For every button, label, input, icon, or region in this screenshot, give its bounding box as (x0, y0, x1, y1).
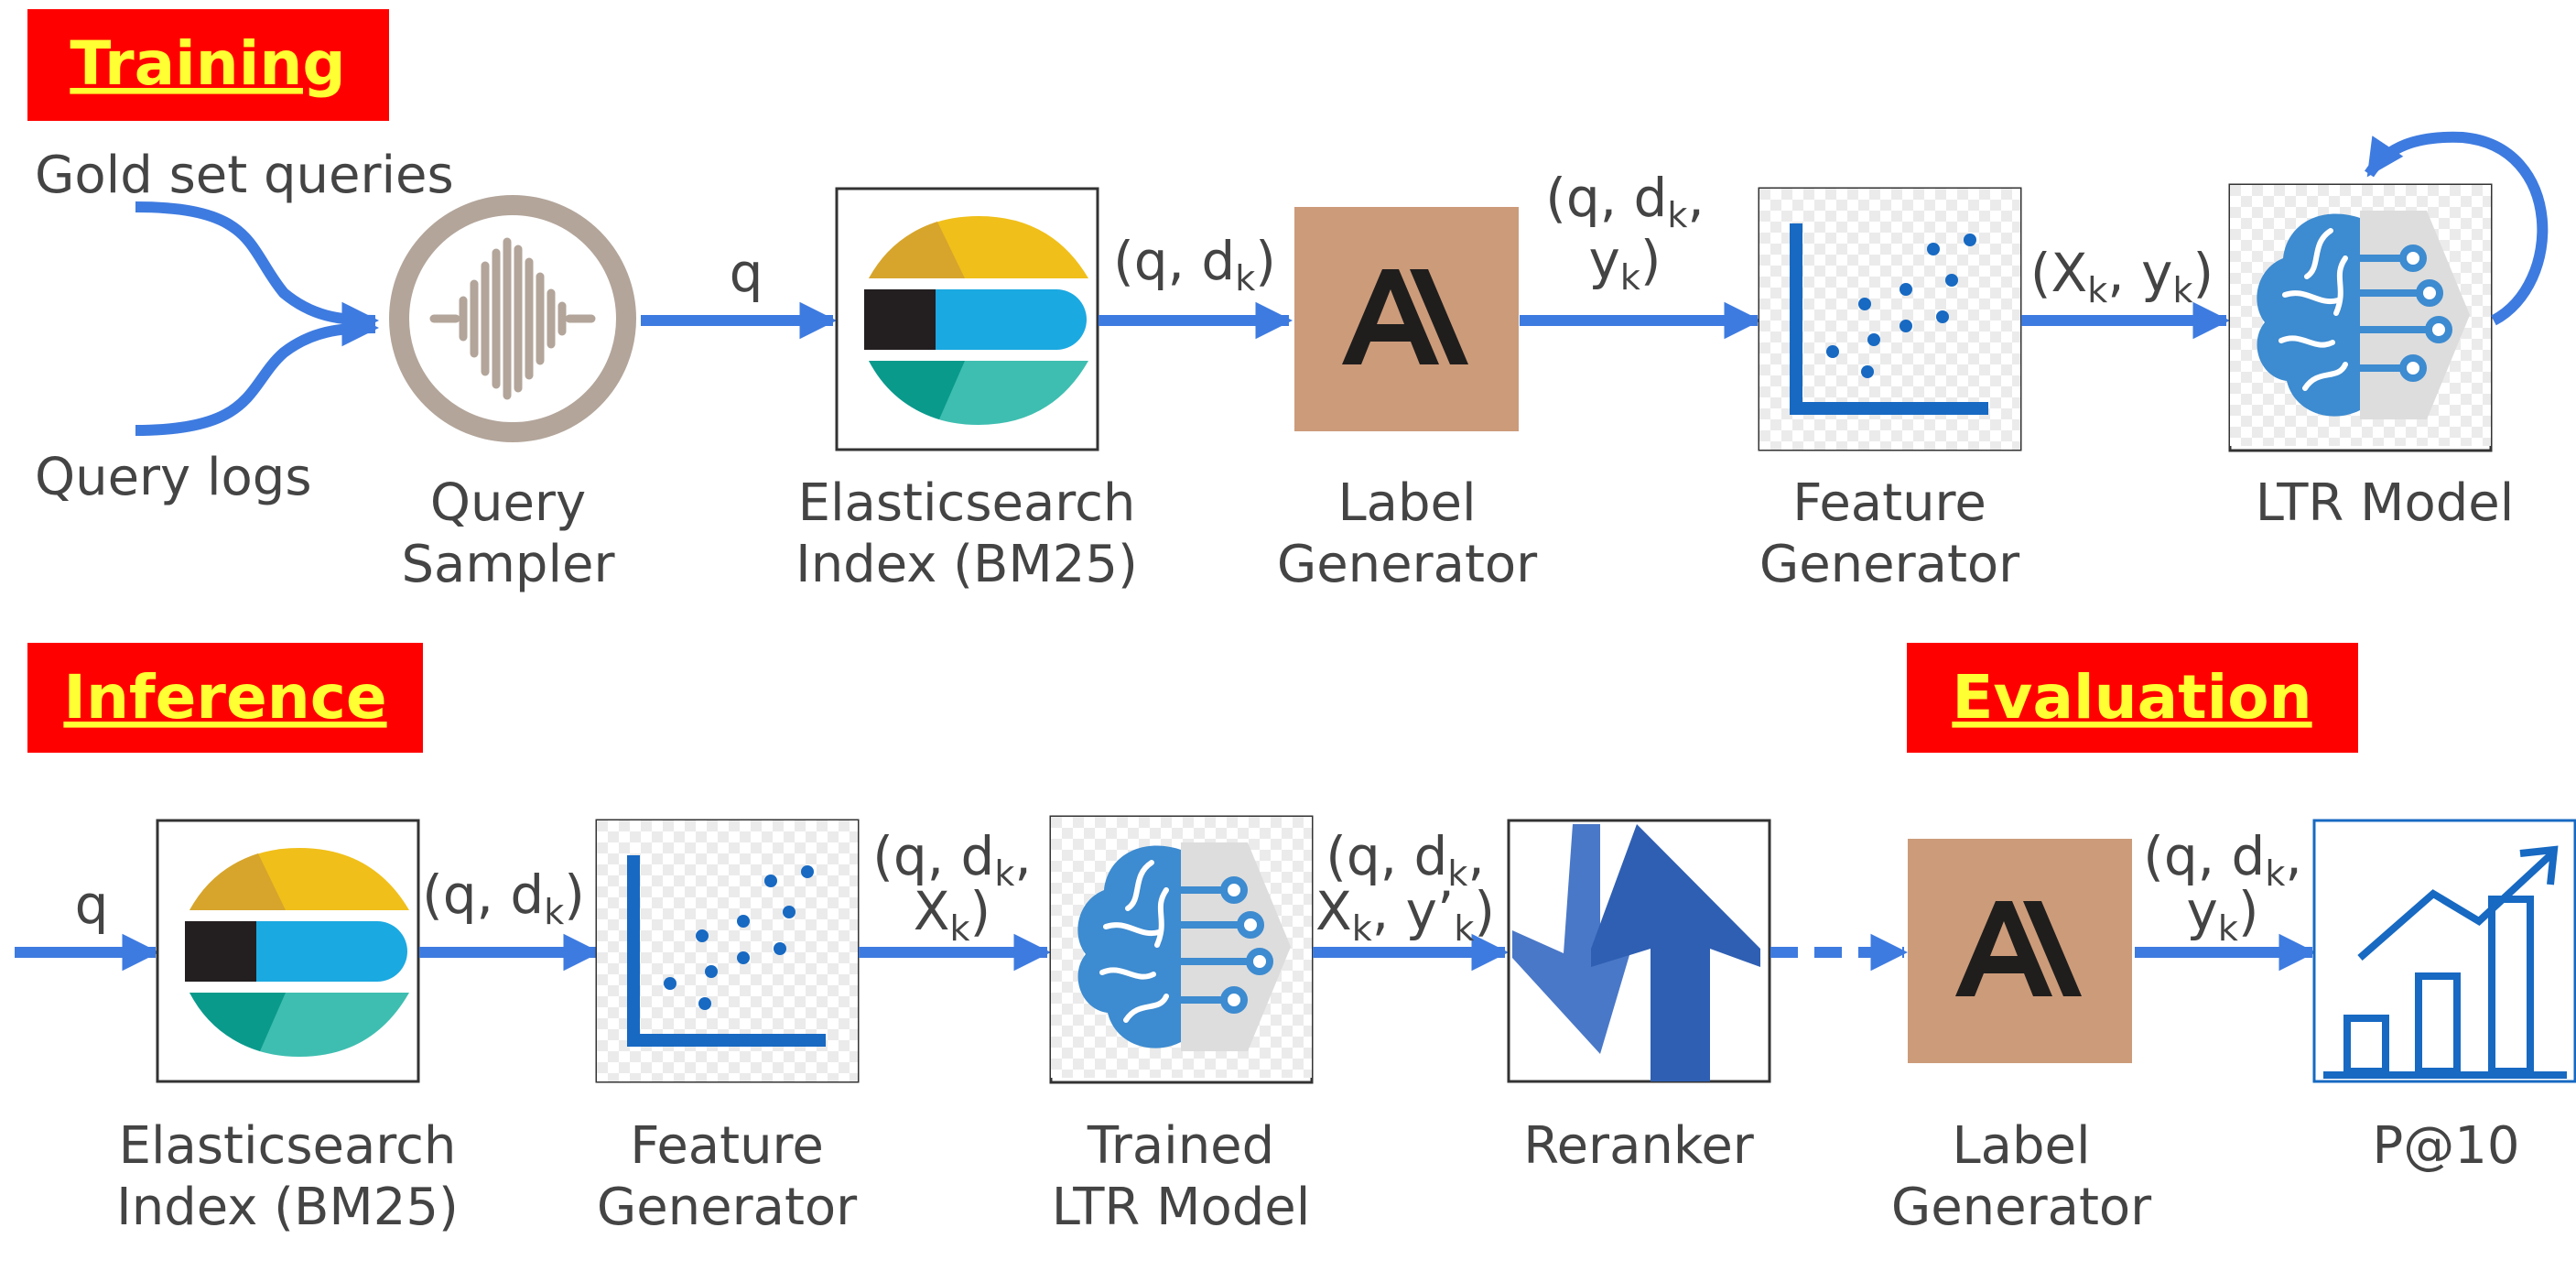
edge-label-xk-yk: (Xk, yk) (2030, 242, 2213, 310)
inference-feature-generator-label-2: Generator (597, 1178, 858, 1237)
inference-edge-label-q-dk-xk-yk-line2: Xk, y’k) (1315, 880, 1495, 949)
edge-label-q: q (730, 242, 763, 304)
ltr-model-label: LTR Model (2256, 473, 2515, 533)
ai-brain-icon (2230, 185, 2491, 446)
scatter-plot-icon (597, 820, 858, 1081)
trained-ltr-model-label-1: Trained (1087, 1116, 1274, 1176)
feature-generator-node (1759, 189, 2020, 450)
feature-generator-label-2: Generator (1759, 535, 2020, 594)
training-loop-arrow (2365, 131, 2549, 326)
label-generator-label-1: Label (1337, 473, 1476, 533)
anthropic-logo-icon (1908, 839, 2132, 1063)
rerank-arrows-icon (1512, 824, 1760, 1081)
query-logs-label: Query logs (35, 448, 312, 507)
sound-wave-icon (389, 195, 636, 442)
gold-set-queries-label: Gold set queries (35, 146, 454, 205)
svg-text:Evaluation: Evaluation (1952, 662, 2311, 733)
edge-label-q-dk: (q, dk) (1113, 230, 1276, 299)
inference-elasticsearch-index-node (156, 819, 420, 1083)
inference-section-title: Inference (27, 643, 423, 753)
ltr-model-node (2230, 185, 2491, 452)
feature-generator-label-1: Feature (1792, 473, 1986, 533)
inference-edge-label-q: q (75, 874, 109, 936)
label-generator-label-2: Generator (1277, 535, 1538, 594)
elasticsearch-logo-icon (864, 216, 1088, 425)
evaluation-edge-label-line1: (q, dk, (2143, 825, 2302, 894)
inference-edge-label-q-dk-xk-yk-line1: (q, dk, (1326, 825, 1485, 894)
training-section-title: Training (27, 9, 389, 121)
edge-label-q-dk-yk-line2: yk) (1589, 229, 1661, 298)
trained-ltr-model-node (1051, 817, 1312, 1084)
edge-label-q-dk-yk-line1: (q, dk, (1545, 167, 1705, 235)
anthropic-logo-icon (1294, 207, 1519, 431)
trained-ltr-model-label-2: LTR Model (1052, 1178, 1311, 1237)
elasticsearch-index-node (835, 187, 1099, 451)
evaluation-label-generator-label-2: Generator (1891, 1178, 2152, 1237)
evaluation-section-title: Evaluation (1907, 643, 2358, 753)
inference-elasticsearch-label-2: Index (BM25) (116, 1178, 459, 1237)
elasticsearch-label-1: Elasticsearch (798, 473, 1136, 533)
ai-brain-icon (1051, 817, 1312, 1078)
reranker-node (1507, 819, 1771, 1083)
p10-label: P@10 (2372, 1116, 2519, 1176)
inference-edge-label-q-dk: (q, dk) (422, 864, 585, 932)
inference-feature-generator-label-1: Feature (630, 1116, 824, 1176)
elasticsearch-logo-icon (185, 848, 409, 1057)
inference-edge-label-q-dk-xk-line1: (q, dk, (872, 825, 1032, 894)
elasticsearch-label-2: Index (BM25) (796, 535, 1138, 594)
inference-edge-label-q-dk-xk-line2: Xk) (914, 880, 990, 949)
p10-metric-node (2312, 819, 2576, 1083)
query-sampler-label-1: Query (430, 473, 586, 533)
growth-bar-chart-icon (2323, 845, 2567, 1079)
evaluation-label-generator-label-1: Label (1952, 1116, 2090, 1176)
query-sampler-label-2: Sampler (402, 535, 616, 594)
inference-feature-generator-node (597, 820, 858, 1081)
svg-text:Inference: Inference (63, 662, 386, 733)
source-merge-arrows (135, 201, 380, 436)
evaluation-edge-label-line2: yk) (2187, 880, 2259, 949)
svg-text:Training: Training (70, 28, 345, 99)
reranker-label: Reranker (1523, 1116, 1755, 1176)
inference-elasticsearch-label-1: Elasticsearch (119, 1116, 457, 1176)
scatter-plot-icon (1759, 189, 2020, 450)
